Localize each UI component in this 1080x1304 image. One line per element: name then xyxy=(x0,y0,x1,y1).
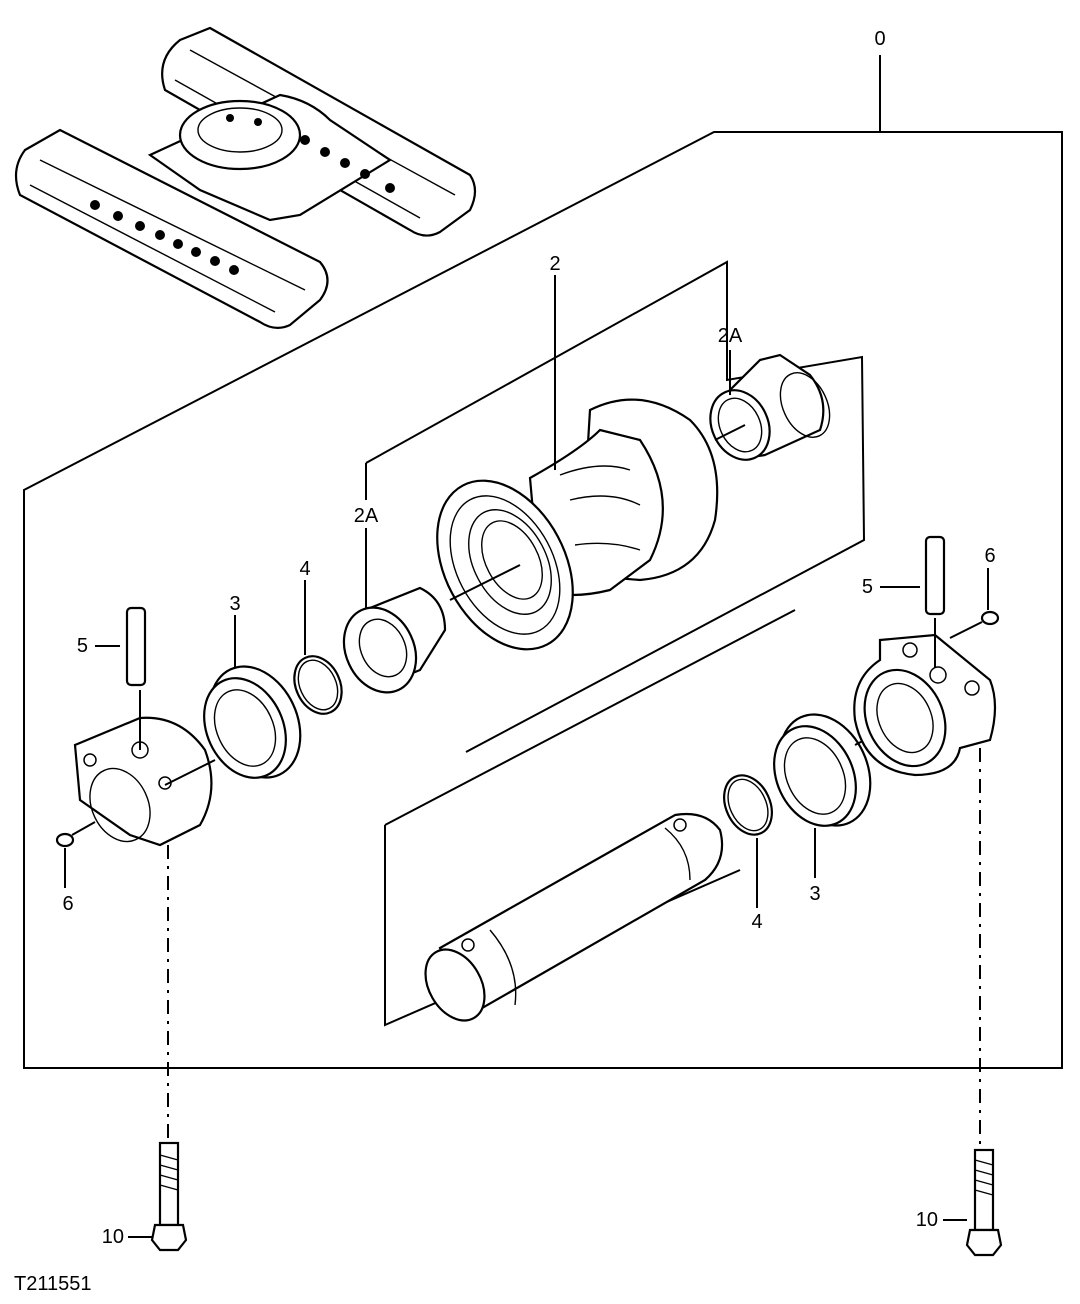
callout-pin-right: 5 xyxy=(862,576,873,598)
callout-oring-left: 4 xyxy=(299,558,310,580)
hex-bolt-left-icon xyxy=(150,1141,188,1252)
collar-left-icon xyxy=(73,716,213,847)
callout-2a-front: 2A xyxy=(354,505,379,527)
hex-bolt-right-icon xyxy=(965,1148,1003,1257)
assembly-boundary xyxy=(23,131,1063,1069)
callout-assembly: 0 xyxy=(874,28,885,50)
callout-plug-left: 6 xyxy=(62,893,73,915)
axis-bushing-rear xyxy=(714,424,746,441)
undercarriage-thumbnail-icon xyxy=(14,26,477,329)
callout-bolt-left: 10 xyxy=(102,1226,124,1248)
plug-left-icon xyxy=(55,832,75,848)
axis-plug-right xyxy=(949,621,983,639)
bushing-rear-icon xyxy=(709,353,831,461)
track-roller-icon xyxy=(436,398,719,651)
axis-collar-left xyxy=(164,759,216,786)
seal-right-icon xyxy=(773,713,872,827)
callout-2a-rear: 2A xyxy=(718,325,743,347)
axis-roller xyxy=(449,564,521,601)
roller-subassembly-box xyxy=(365,260,866,753)
figure-id: T211551 xyxy=(14,1273,91,1295)
callout-seal-left: 3 xyxy=(229,593,240,615)
collar-right-icon xyxy=(853,633,997,777)
plug-right-icon xyxy=(980,610,1000,626)
callout-bolt-right: 10 xyxy=(916,1209,938,1231)
oring-right-icon xyxy=(723,774,773,836)
callout-pin-left: 5 xyxy=(77,635,88,657)
callout-seal-right: 3 xyxy=(809,883,820,905)
axis-plug-left xyxy=(71,821,96,836)
seal-left-icon xyxy=(203,665,302,779)
bushing-front-icon xyxy=(342,586,447,694)
pin-right-icon xyxy=(924,535,946,616)
pin-left-icon xyxy=(125,606,147,687)
shaft-icon xyxy=(424,812,724,1022)
callout-roller: 2 xyxy=(549,253,560,275)
callout-oring-right: 4 xyxy=(751,911,762,933)
callout-plug-right: 6 xyxy=(984,545,995,567)
